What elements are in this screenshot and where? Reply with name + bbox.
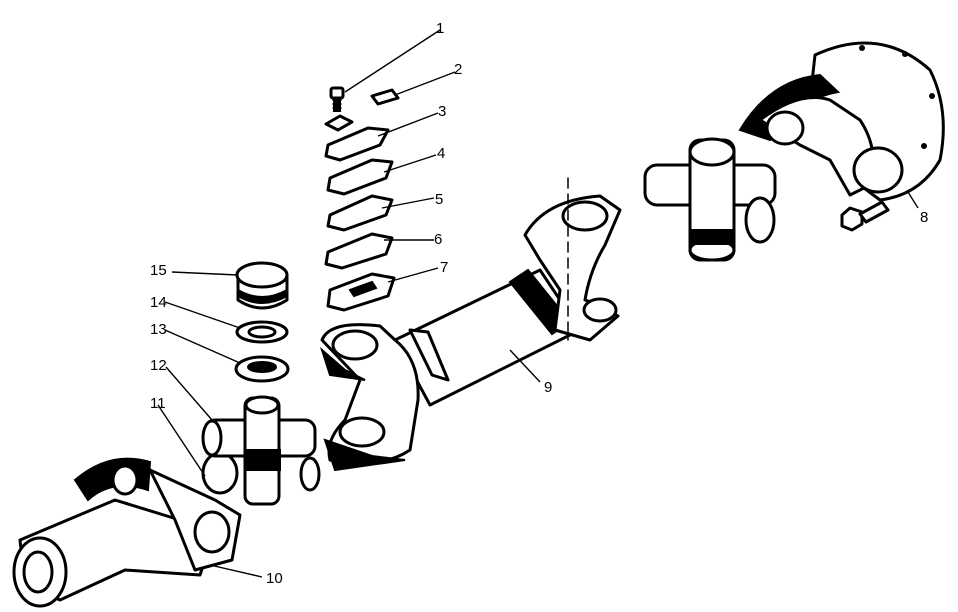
- part-5-cover: [326, 194, 394, 232]
- callout-9: 9: [544, 379, 552, 396]
- callout-3: 3: [438, 103, 446, 120]
- part-10-slip-yoke: [12, 457, 242, 608]
- part-4-gasket: [326, 158, 394, 196]
- leader-lines: [157, 29, 919, 578]
- part-9-propeller-shaft: [319, 177, 622, 472]
- part-13-needle-bearing: [234, 355, 290, 383]
- part-15-bearing-cup: [235, 261, 289, 310]
- part-6-gasket: [324, 232, 394, 270]
- callout-6: 6: [434, 231, 442, 248]
- callout-7: 7: [440, 259, 448, 276]
- part-8-bolt: [840, 200, 890, 232]
- callout-13: 13: [150, 321, 167, 338]
- callout-10: 10: [266, 570, 283, 587]
- callout-2: 2: [454, 61, 462, 78]
- callout-8: 8: [920, 209, 928, 226]
- part-7-cover: [326, 272, 396, 312]
- callout-14: 14: [150, 294, 167, 311]
- part-8-flange-yoke: [738, 41, 945, 202]
- part-1-bolt: [329, 86, 345, 112]
- callout-4: 4: [437, 145, 445, 162]
- part-2-lock-plate: [324, 88, 400, 132]
- callout-numbers: 1 2 3 4 5 6 7 8 9 10 11 12 13 14 15: [150, 20, 928, 587]
- callout-11: 11: [150, 395, 166, 412]
- callout-5: 5: [435, 191, 443, 208]
- callout-1: 1: [436, 20, 444, 37]
- callout-15: 15: [150, 262, 167, 279]
- callout-12: 12: [150, 357, 167, 374]
- upper-universal-joint-cross: [643, 137, 777, 262]
- part-11-disc: [201, 451, 239, 495]
- part-14-seal-washer: [235, 320, 289, 344]
- part-12-universal-joint-cross: [201, 395, 321, 506]
- part-3-cover: [324, 126, 390, 162]
